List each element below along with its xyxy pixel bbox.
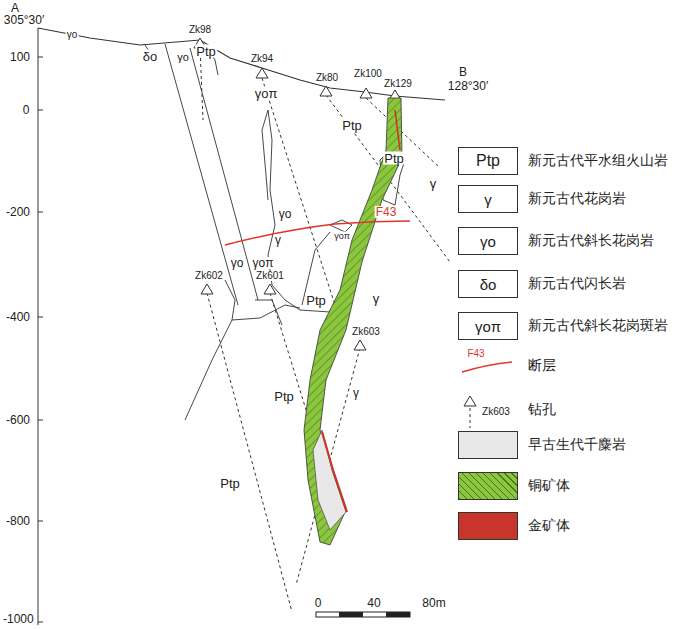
map-label: γoπ xyxy=(333,232,351,241)
map-label: γ xyxy=(274,234,282,246)
map-label: Ptp xyxy=(219,477,241,490)
map-label: -1000 xyxy=(2,613,35,625)
map-label: 80m xyxy=(421,597,446,609)
map-label: γ xyxy=(429,177,438,190)
legend-text: 新元古代平水组火山岩 xyxy=(528,152,668,170)
map-label: γoπ xyxy=(474,319,502,334)
map-label: γoπ xyxy=(254,87,279,100)
map-label: δo xyxy=(479,277,498,292)
map-label: 0 xyxy=(314,597,323,609)
map-label: Zk100 xyxy=(353,69,383,79)
map-label: F43 xyxy=(375,206,398,218)
map-label: 100 xyxy=(9,51,31,63)
map-label: Ptp xyxy=(305,294,327,307)
map-label: γo xyxy=(176,52,190,63)
map-label: Ptp xyxy=(195,45,217,58)
map-label: Zk129 xyxy=(383,79,413,89)
map-label: Zk602 xyxy=(194,271,224,281)
legend-text: 新元古代花岗岩 xyxy=(528,190,626,208)
map-label: γo xyxy=(479,234,497,249)
legend-text: 断层 xyxy=(528,357,556,375)
map-label: γ xyxy=(352,387,360,399)
map-label: γo xyxy=(66,30,79,40)
legend-text: 新元古代斜长花岗岩 xyxy=(528,232,654,250)
legend-text: 早古生代千麋岩 xyxy=(528,436,626,454)
map-label: -400 xyxy=(5,311,31,323)
map-label: 305°30′ xyxy=(3,14,45,26)
map-label: -800 xyxy=(5,515,31,527)
map-label: F43 xyxy=(466,349,485,359)
legend-text: 新元古代闪长岩 xyxy=(528,275,626,293)
legend-text: 钻孔 xyxy=(528,401,556,419)
map-label: Zk94 xyxy=(250,54,274,64)
map-label: Ptp xyxy=(273,390,295,403)
map-label: 40 xyxy=(366,597,381,609)
map-label: γo xyxy=(230,257,245,269)
map-label: Ptp xyxy=(341,119,363,132)
map-label: γo xyxy=(278,208,293,220)
map-label: -600 xyxy=(5,414,31,426)
map-label: Zk603 xyxy=(481,407,511,417)
legend-text: 金矿体 xyxy=(528,517,570,535)
legend-text: 新元古代斜长花岗斑岩 xyxy=(528,317,668,335)
legend-text: 铜矿体 xyxy=(528,477,570,495)
map-label: Ptp xyxy=(383,152,405,165)
map-label: A xyxy=(10,2,20,14)
legend-swatch xyxy=(458,512,518,540)
map-label: γ xyxy=(483,192,493,207)
legend-swatch xyxy=(458,472,518,500)
map-label: Zk80 xyxy=(315,73,339,83)
map-label: 0 xyxy=(22,104,31,116)
legend-swatch xyxy=(458,431,518,459)
map-label: 128°30′ xyxy=(447,80,489,92)
map-label: Zk603 xyxy=(351,327,381,337)
map-label: Zk601 xyxy=(255,271,285,281)
map-label: γoπ xyxy=(252,257,275,269)
map-label: Zk98 xyxy=(188,25,212,35)
map-label: γ xyxy=(372,292,381,305)
map-label: -200 xyxy=(5,206,31,218)
map-label: B xyxy=(458,66,468,78)
map-label: Ptp xyxy=(475,153,501,169)
map-label: δo xyxy=(142,50,158,63)
